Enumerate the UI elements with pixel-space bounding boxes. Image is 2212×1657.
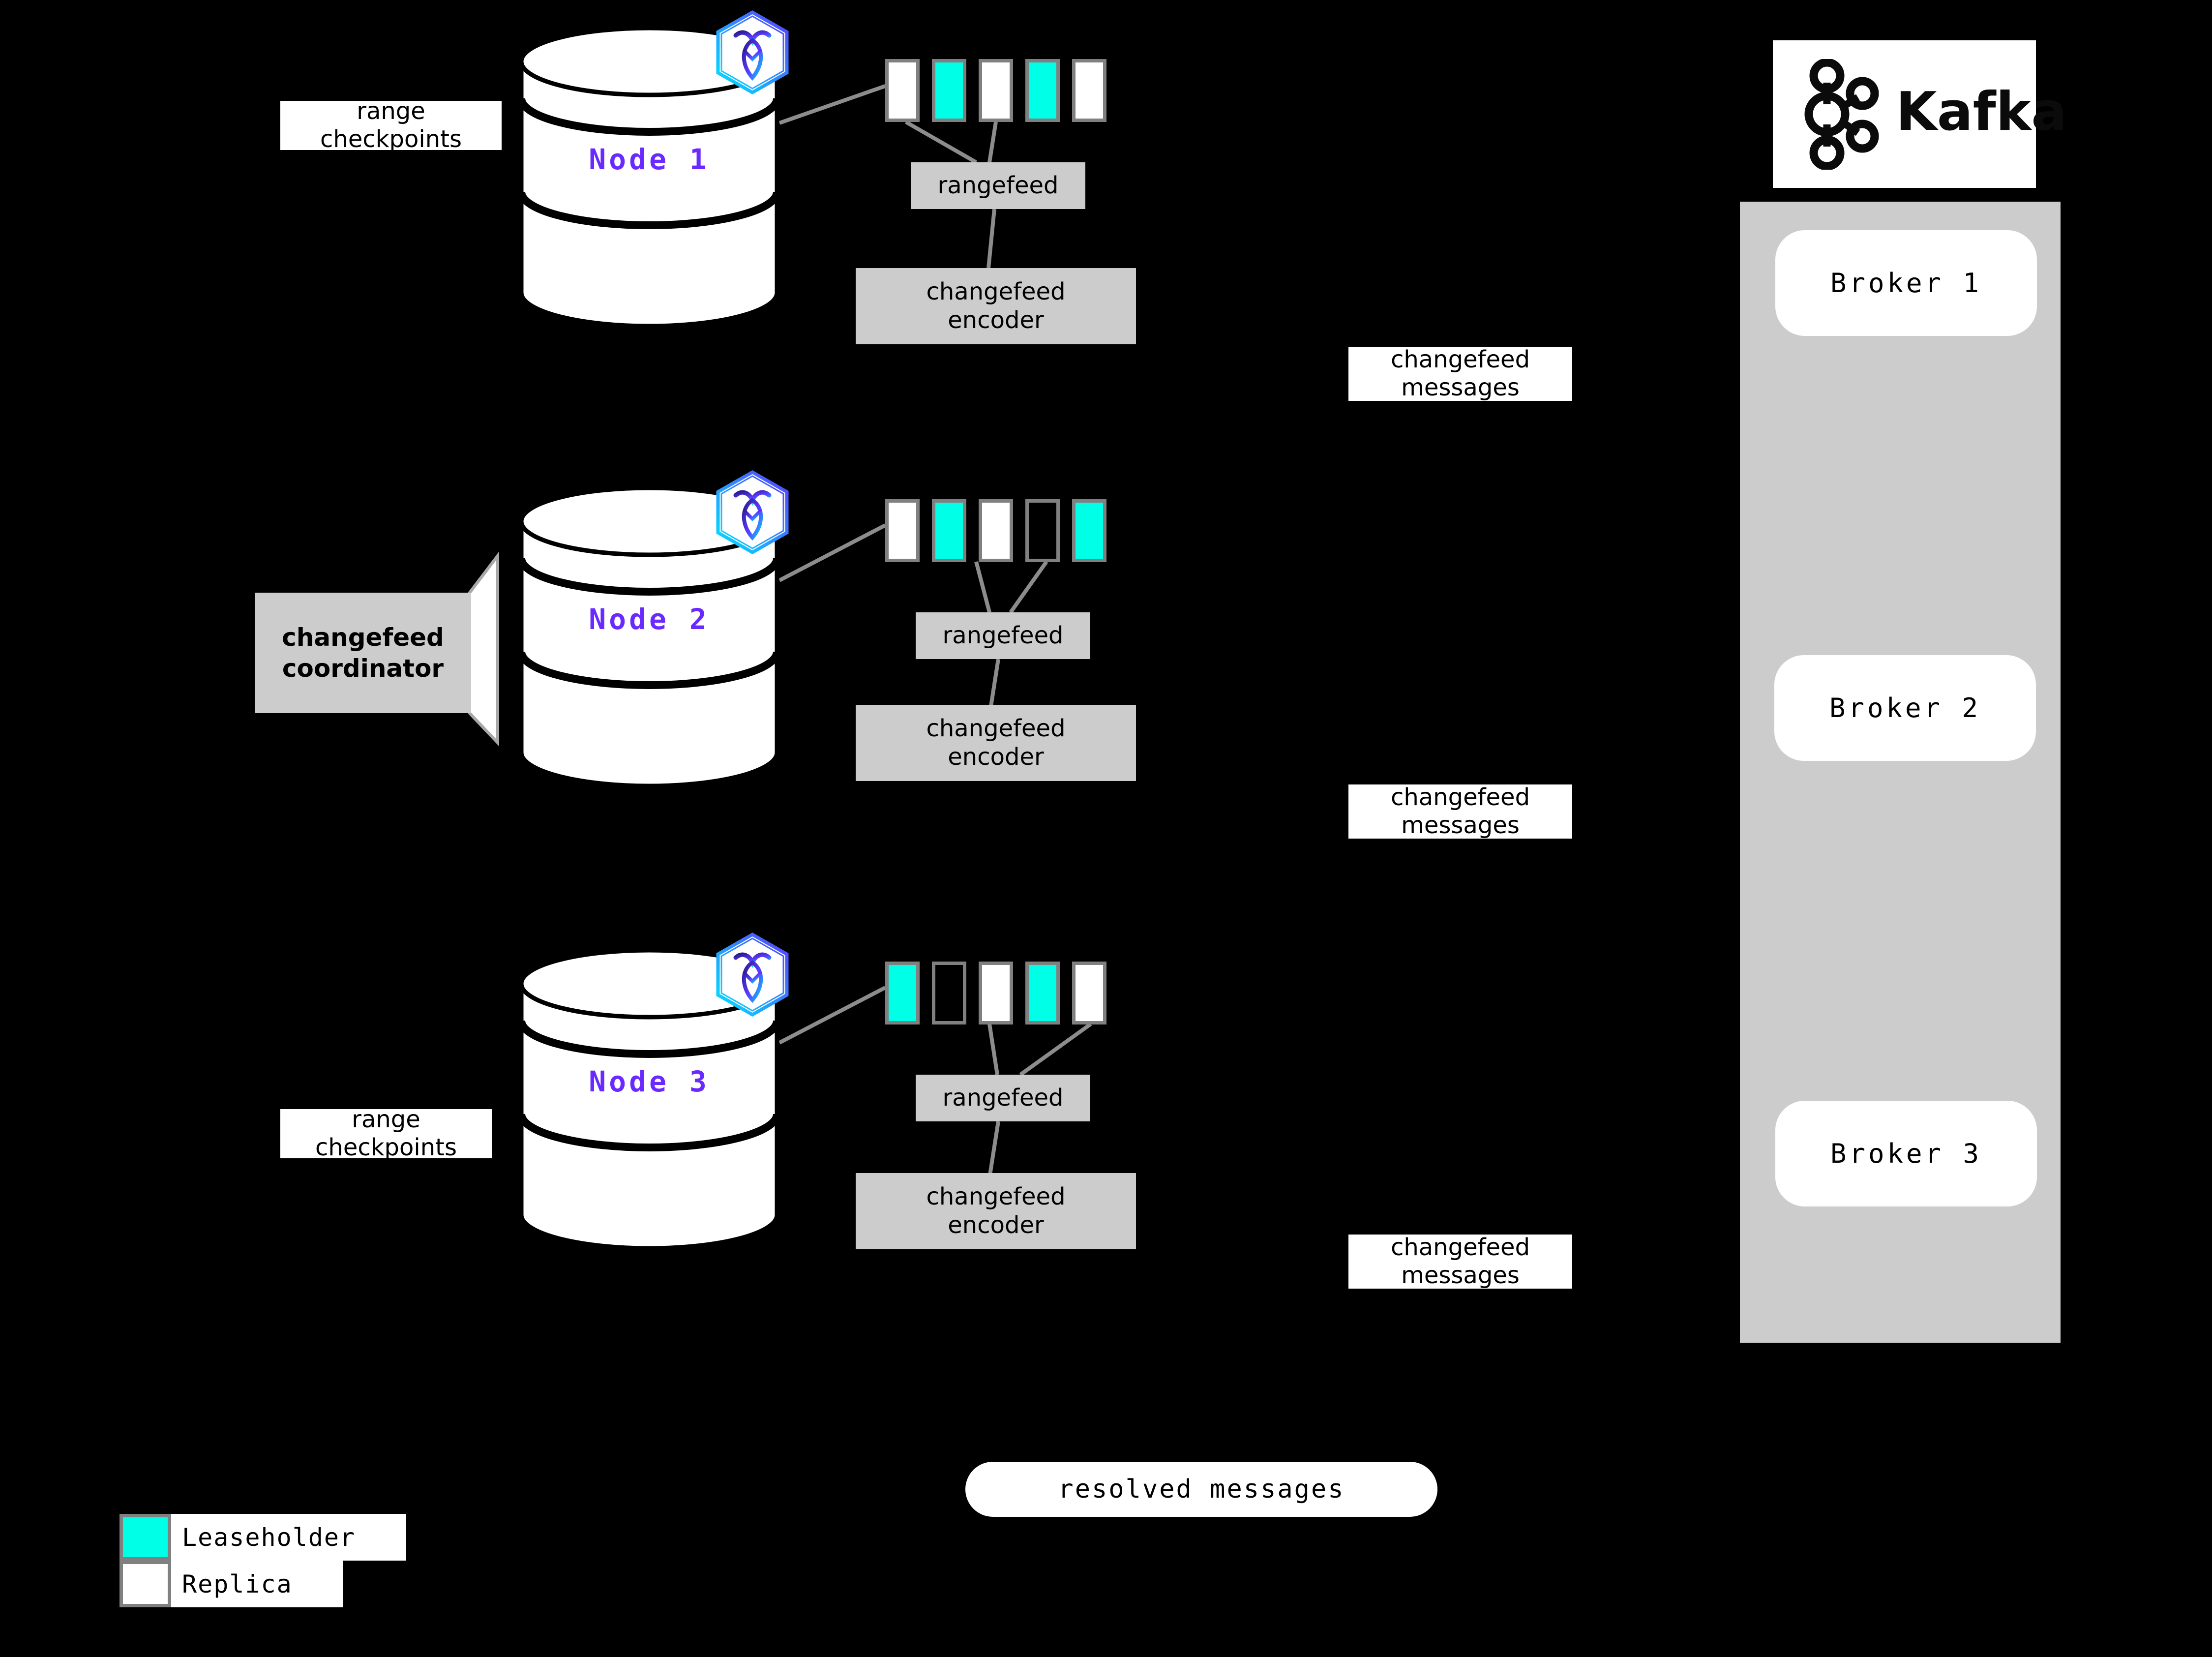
broker-box-2[interactable]: Broker 2 (1774, 655, 2036, 761)
legend-swatch-leaseholder (120, 1514, 171, 1561)
range-square[interactable] (1025, 962, 1060, 1024)
kafka-logo-icon (1800, 58, 1883, 171)
cockroachdb-hex-icon (713, 10, 792, 96)
legend-item-leaseholder: Leaseholder (120, 1514, 406, 1561)
range-checkpoints-label-node3: range checkpoints (280, 1106, 492, 1161)
range-square[interactable] (979, 499, 1013, 562)
changefeed-encoder-box-node3[interactable]: changefeed encoder (856, 1173, 1136, 1249)
coordinator-text: changefeed coordinator (255, 593, 471, 713)
kafka-wordmark: Kafka (1896, 81, 2067, 143)
encoder-line-1: changefeed (926, 1182, 1066, 1210)
coordinator-line-2: coordinator (282, 654, 444, 683)
rangefeed-box-node2[interactable]: rangefeed (916, 612, 1090, 659)
kafka-logo-box: Kafka (1773, 40, 2067, 188)
label-line-2: messages (1401, 374, 1520, 401)
range-square[interactable] (1072, 59, 1106, 122)
range-square[interactable] (932, 962, 966, 1024)
range-square[interactable] (1025, 499, 1060, 562)
broker-box-1[interactable]: Broker 1 (1775, 230, 2037, 336)
label-line-1: changefeed (1390, 346, 1530, 374)
label-line-1: range (352, 1106, 420, 1134)
range-square[interactable] (885, 499, 920, 562)
range-square[interactable] (979, 59, 1013, 122)
changefeed-messages-label-node3: changefeed messages (1348, 1234, 1572, 1289)
encoder-line-2: encoder (948, 1211, 1044, 1239)
node-cylinder-node2: Node 2 (516, 484, 782, 789)
rangefeed-box-node3[interactable]: rangefeed (916, 1075, 1090, 1121)
label-line-2: messages (1401, 1262, 1520, 1289)
range-square[interactable] (932, 59, 966, 122)
legend-label-replica: Replica (171, 1561, 343, 1607)
node-label-node2: Node 2 (589, 603, 710, 636)
legend-label-leaseholder: Leaseholder (171, 1514, 406, 1561)
node-cylinder-node3: Node 3 (516, 947, 782, 1252)
node-cylinder-node1: Node 1 (516, 25, 782, 330)
changefeed-encoder-box-node1[interactable]: changefeed encoder (856, 268, 1136, 344)
encoder-line-2: encoder (948, 306, 1044, 334)
range-square[interactable] (1025, 59, 1060, 122)
range-squares-node2 (885, 499, 1106, 562)
resolved-messages-pill[interactable]: resolved messages (965, 1462, 1437, 1517)
range-square[interactable] (885, 59, 920, 122)
label-line-2: checkpoints (315, 1134, 457, 1161)
label-line-2: messages (1401, 812, 1520, 839)
range-squares-node1 (885, 59, 1106, 122)
range-square[interactable] (885, 962, 920, 1024)
changefeed-coordinator[interactable]: changefeed coordinator (246, 546, 521, 753)
legend-item-replica: Replica (120, 1561, 343, 1607)
range-squares-node3 (885, 962, 1106, 1024)
node-label-node3: Node 3 (589, 1065, 710, 1098)
changefeed-encoder-box-node2[interactable]: changefeed encoder (856, 705, 1136, 781)
label-line-1: range (357, 97, 425, 125)
label-line-1: changefeed (1390, 783, 1530, 812)
node-label-node1: Node 1 (589, 143, 710, 176)
encoder-line-1: changefeed (926, 714, 1066, 742)
range-square[interactable] (1072, 499, 1106, 562)
range-square[interactable] (1072, 962, 1106, 1024)
encoder-line-1: changefeed (926, 277, 1066, 305)
broker-box-3[interactable]: Broker 3 (1775, 1101, 2037, 1206)
coordinator-line-1: changefeed (282, 623, 444, 652)
cockroachdb-hex-icon (713, 470, 792, 556)
changefeed-messages-label-node1: changefeed messages (1348, 346, 1572, 401)
label-line-2: checkpoints (320, 125, 462, 153)
range-square[interactable] (932, 499, 966, 562)
cockroachdb-hex-icon (713, 932, 792, 1018)
changefeed-messages-label-node2: changefeed messages (1348, 783, 1572, 839)
label-line-1: changefeed (1390, 1234, 1530, 1262)
encoder-line-2: encoder (948, 743, 1044, 771)
legend-swatch-replica (120, 1561, 171, 1607)
range-checkpoints-label-node1: range checkpoints (280, 97, 502, 153)
range-square[interactable] (979, 962, 1013, 1024)
kafka-ingress-arrowheads (2065, 334, 2095, 1239)
rangefeed-box-node1[interactable]: rangefeed (911, 162, 1085, 209)
